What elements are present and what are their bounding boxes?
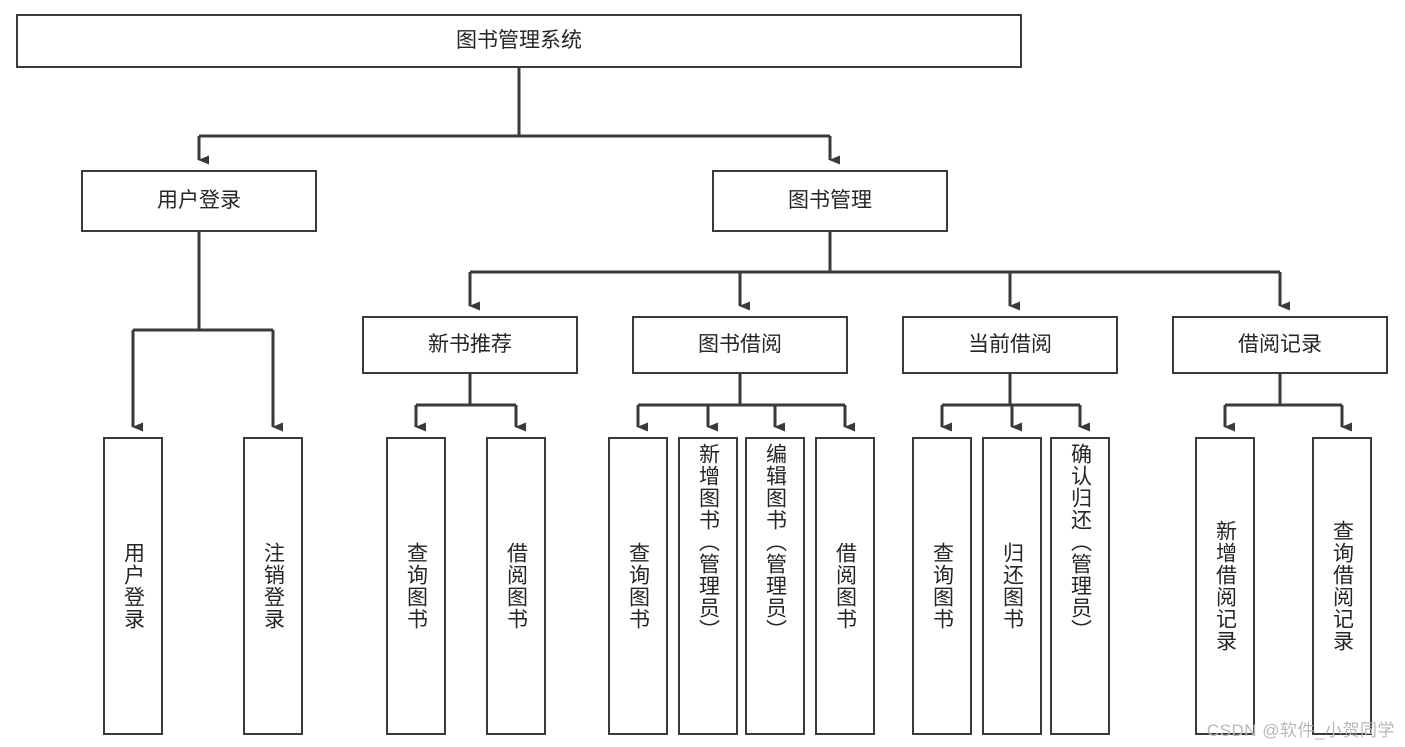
node-leaf-query-book-1-label: 查询图书 <box>404 542 428 630</box>
node-borrow-record[interactable]: 借阅记录 <box>1172 316 1388 374</box>
node-leaf-borrow-book-1[interactable]: 借阅图书 <box>486 437 546 735</box>
node-leaf-borrow-book-2-label: 借阅图书 <box>833 542 857 630</box>
node-leaf-add-borrow-record-label: 新增借阅记录 <box>1213 520 1237 652</box>
node-leaf-borrow-book-1-label: 借阅图书 <box>504 542 528 630</box>
node-leaf-return-book[interactable]: 归还图书 <box>982 437 1042 735</box>
node-root[interactable]: 图书管理系统 <box>16 14 1022 68</box>
node-leaf-query-borrow-record[interactable]: 查询借阅记录 <box>1312 437 1372 735</box>
node-user-login-label: 用户登录 <box>157 188 241 212</box>
node-book-borrow[interactable]: 图书借阅 <box>632 316 848 374</box>
node-leaf-add-book-admin-label: 新增图书（管理员） <box>696 443 720 641</box>
node-book-management-label: 图书管理 <box>788 188 872 212</box>
node-leaf-add-book-admin[interactable]: 新增图书（管理员） <box>678 437 738 735</box>
node-leaf-query-book-3-label: 查询图书 <box>930 542 954 630</box>
node-leaf-logout[interactable]: 注销登录 <box>243 437 303 735</box>
node-leaf-user-login-label: 用户登录 <box>121 542 145 630</box>
node-root-label: 图书管理系统 <box>456 28 582 52</box>
node-current-borrow[interactable]: 当前借阅 <box>902 316 1118 374</box>
node-leaf-edit-book-admin-label: 编辑图书（管理员） <box>763 443 787 641</box>
node-new-book-recommend[interactable]: 新书推荐 <box>362 316 578 374</box>
node-borrow-record-label: 借阅记录 <box>1238 332 1322 356</box>
watermark-credit: CSDN @软件_小贺同学 <box>1206 721 1395 740</box>
node-leaf-logout-label: 注销登录 <box>261 542 285 630</box>
node-new-book-recommend-label: 新书推荐 <box>428 332 512 356</box>
node-leaf-edit-book-admin[interactable]: 编辑图书（管理员） <box>745 437 805 735</box>
node-current-borrow-label: 当前借阅 <box>968 332 1052 356</box>
node-leaf-return-book-label: 归还图书 <box>1000 542 1024 630</box>
node-leaf-query-book-2[interactable]: 查询图书 <box>608 437 668 735</box>
node-leaf-add-borrow-record[interactable]: 新增借阅记录 <box>1195 437 1255 735</box>
node-leaf-query-borrow-record-label: 查询借阅记录 <box>1330 520 1354 652</box>
node-book-management[interactable]: 图书管理 <box>712 170 948 232</box>
node-leaf-borrow-book-2[interactable]: 借阅图书 <box>815 437 875 735</box>
node-book-borrow-label: 图书借阅 <box>698 332 782 356</box>
node-leaf-query-book-3[interactable]: 查询图书 <box>912 437 972 735</box>
node-user-login[interactable]: 用户登录 <box>81 170 317 232</box>
node-leaf-query-book-1[interactable]: 查询图书 <box>386 437 446 735</box>
node-leaf-query-book-2-label: 查询图书 <box>626 542 650 630</box>
node-leaf-confirm-return-admin[interactable]: 确认归还（管理员） <box>1050 437 1110 735</box>
node-leaf-confirm-return-admin-label: 确认归还（管理员） <box>1068 443 1092 641</box>
node-leaf-user-login[interactable]: 用户登录 <box>103 437 163 735</box>
